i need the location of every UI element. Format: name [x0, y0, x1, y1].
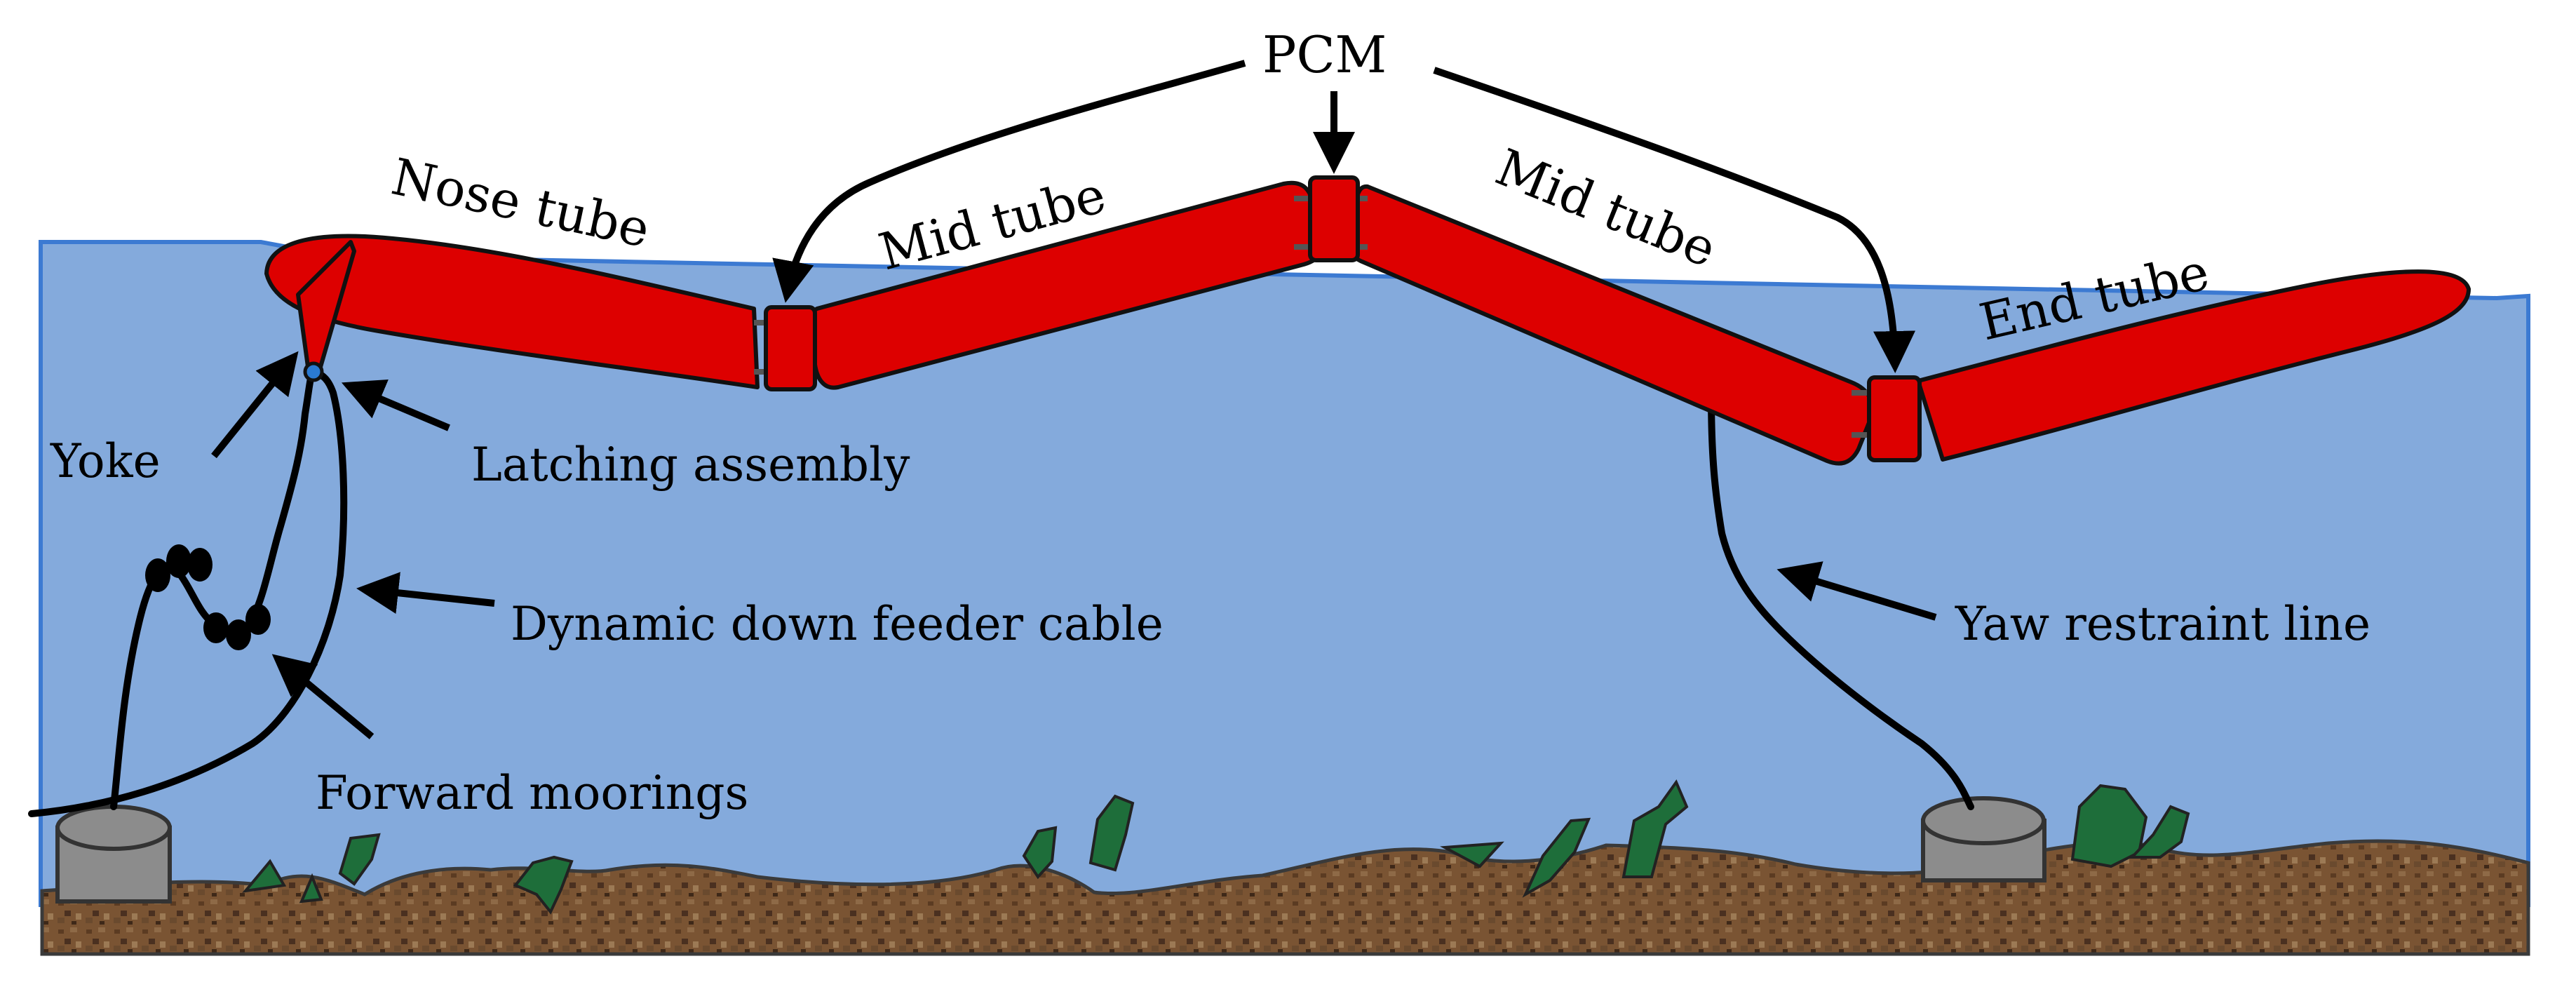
seaweed [1022, 826, 1058, 880]
forward-moorings-label: Forward moorings [316, 766, 748, 820]
buoy [145, 558, 170, 592]
latching-assembly-arrow [341, 380, 450, 431]
seaweed [1440, 841, 1504, 868]
pcm-label: PCM [1262, 25, 1387, 84]
buoy [245, 604, 271, 635]
seaweed [1522, 817, 1591, 898]
pcm-joint-3 [1867, 375, 1922, 462]
latching-assembly-icon [303, 361, 324, 382]
buoy [226, 619, 251, 650]
pcm-arrow-1 [772, 60, 1246, 303]
seaweed [299, 873, 323, 904]
seaweed-group [242, 779, 2190, 915]
buoy [166, 544, 191, 578]
seaweed [2070, 784, 2148, 868]
dynamic-down-feeder-cable [28, 368, 348, 817]
anchor-left [55, 805, 172, 904]
buoy [203, 612, 229, 643]
buoy [187, 548, 213, 582]
pcm-joints [754, 175, 1922, 462]
yoke [296, 240, 356, 374]
pcm-arrow-3 [1433, 67, 1916, 373]
latching-assembly-label: Latching assembly [471, 438, 910, 492]
feeder-cable-arrow [356, 572, 495, 614]
seaweed [1088, 794, 1135, 872]
forward-moorings-arrow [271, 654, 375, 739]
seaweed [242, 859, 287, 893]
end-tube [1916, 269, 2471, 462]
yoke-arrow [211, 351, 299, 459]
seaweed [338, 833, 381, 886]
dynamic-down-feeder-cable-label: Dynamic down feeder cable [511, 597, 1164, 651]
pcm-joint-1 [764, 305, 817, 391]
mooring-buoys [145, 544, 271, 650]
seaweed [513, 855, 574, 915]
yaw-restraint-arrow [1776, 561, 1937, 621]
seaweed [1621, 779, 1689, 878]
seaweed [2129, 805, 2190, 859]
anchor-right [1921, 796, 2046, 882]
pcm-joint-2 [1308, 175, 1360, 262]
yaw-restraint-line [1708, 389, 1974, 810]
yaw-restraint-line-label: Yaw restraint line [1955, 597, 2371, 651]
nose-tube [264, 234, 760, 389]
yoke-label: Yoke [50, 434, 161, 488]
